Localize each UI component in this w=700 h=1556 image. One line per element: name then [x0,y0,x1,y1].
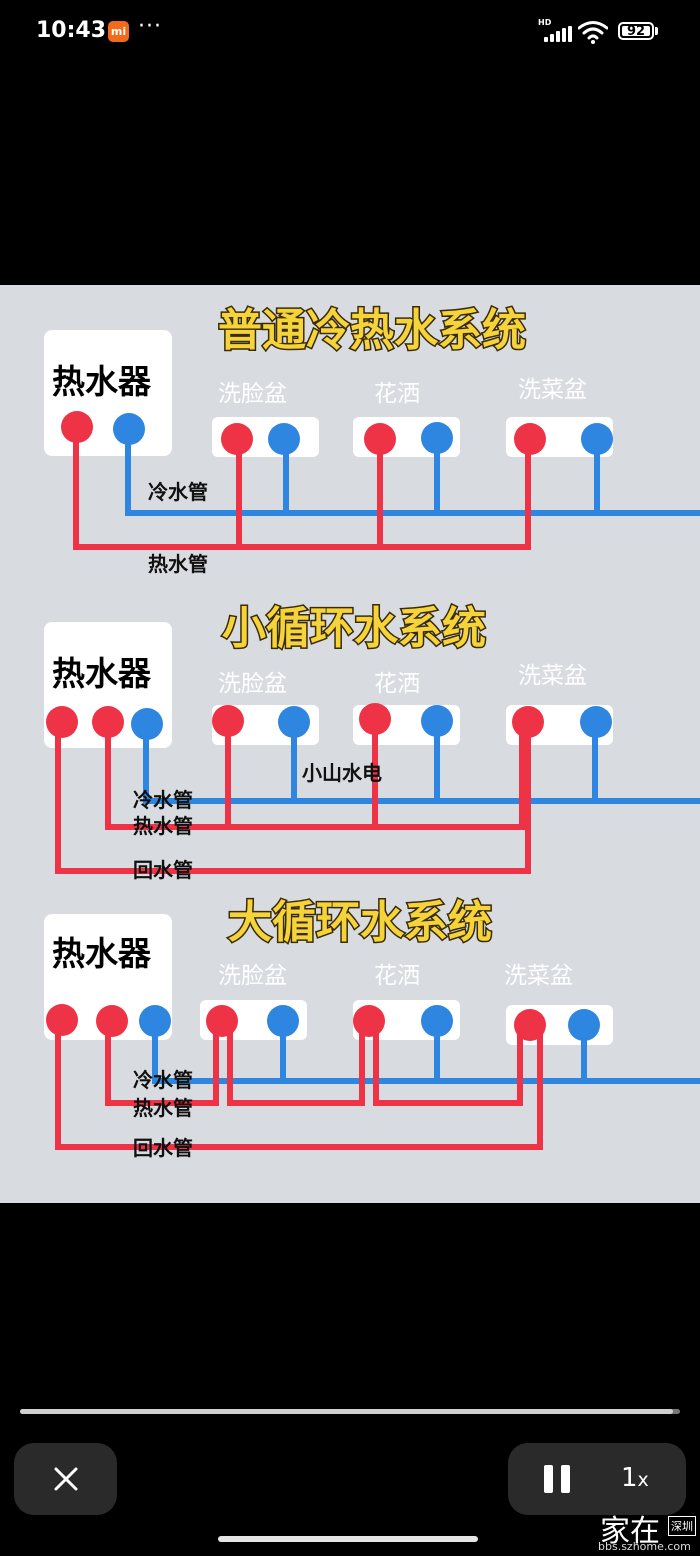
section-1-title: 普通冷热水系统 [218,305,526,356]
section-3-fixture-sink: 洗菜盆 [504,963,573,989]
section-1-heater-label: 热水器 [52,362,152,401]
playback-speed-button[interactable]: 1x [621,1463,649,1493]
playback-speed-value: 1 [621,1463,638,1493]
section-1-hot-branches [236,440,383,547]
section-2-return-pipe [55,725,531,874]
section-3-shower-cold [421,1005,453,1037]
section-2-heater-label: 热水器 [52,654,152,693]
battery-level: 92 [626,24,646,39]
section-1-fixture-washbasin: 洗脸盆 [218,381,287,407]
section-3-fixture-shower: 花洒 [374,963,420,989]
more-notifications-icon: ··· [138,14,162,39]
status-bar: 10:43 mi ··· HD 92 [0,0,700,62]
section-1-washbasin-hot [221,423,253,455]
section-1-sink-cold [581,423,613,455]
section-2-cold-pipe [143,725,700,804]
section-1-sink-hot [514,423,546,455]
section-1-cold-pipe [125,435,700,516]
video-progress-bar[interactable] [20,1409,680,1414]
wifi-icon [578,21,608,44]
section-2-washbasin-hot [212,705,244,737]
section-3-washbasin-cold [267,1005,299,1037]
section-2-fixture-sink: 洗菜盆 [518,663,587,689]
section-3-return-pipe [55,1023,543,1150]
section-3-washbasin-hot [206,1005,238,1037]
section-3-heater-label: 热水器 [52,934,152,973]
home-indicator[interactable] [218,1536,478,1542]
section-2-title: 小循环水系统 [222,603,486,654]
section-1-hot-pipe [73,430,531,550]
video-progress-fill [20,1409,674,1414]
section-1-cold-pipe-label: 冷水管 [148,480,208,504]
section-1-heater-hot-outlet [61,411,93,443]
section-3-sink-hot [514,1009,546,1041]
section-2-hot-branches [225,727,378,827]
section-3-title: 大循环水系统 [228,897,492,948]
notification-app-icon: mi [108,21,129,42]
section-2-cold-branches [291,727,598,801]
section-1-fixture-sink: 洗菜盆 [518,377,587,403]
hd-network-label: HD [538,18,552,27]
section-2-heater-cold-inlet [131,708,163,740]
section-2-return-pipe-label: 回水管 [133,858,193,882]
close-button[interactable] [14,1443,117,1515]
water-system-diagram: 普通冷热水系统 热水器 洗脸盆 花洒 洗菜盆 冷水管 热水管 小循环水系统 热水… [44,304,700,1160]
section-1-washbasin-cold [268,423,300,455]
section-3-heater-box [44,914,172,1040]
section-2-heater-return [46,706,78,738]
battery-icon: 92 [618,22,654,40]
section-1-shower-hot [364,423,396,455]
pause-icon[interactable] [544,1465,572,1493]
section-3-hot-pipe-segment-1 [105,1023,219,1106]
cell-signal-icon [544,26,572,42]
section-3-hot-pipe-segment-3 [373,1025,523,1106]
section-2-sink-cold [580,706,612,738]
close-icon [54,1467,77,1491]
section-2-shower-cold [421,705,453,737]
section-3-hot-pipe-label: 热水管 [133,1096,193,1120]
section-3-sink-cold [568,1009,600,1041]
status-time: 10:43 [36,18,107,43]
section-3-heater-return [46,1004,78,1036]
section-3-cold-pipe-label: 冷水管 [133,1068,193,1092]
section-2-cold-pipe-label: 冷水管 [133,788,193,812]
site-watermark: 家在 深圳 bbs.szhome.com [598,1506,698,1556]
section-3-return-pipe-label: 回水管 [133,1136,193,1160]
watermark-main-text: 家在 [600,1514,660,1549]
playback-speed-unit: x [637,1469,649,1491]
section-2-sink-hot [512,706,544,738]
section-3-fixture-washbasin: 洗脸盆 [218,963,287,989]
section-1-fixture-shower: 花洒 [374,381,420,407]
water-system-diagram-image: 普通冷热水系统 热水器 洗脸盆 花洒 洗菜盆 冷水管 热水管 小循环水系统 热水… [0,285,700,1203]
section-2-watermark-text: 小山水电 [302,761,382,785]
section-2-hot-pipe [105,725,525,830]
section-1-heater-cold-inlet [113,413,145,445]
section-3-heater-cold-inlet [139,1005,171,1037]
section-1-hot-pipe-label: 热水管 [148,552,208,576]
section-3-hot-pipe-segment-2 [227,1023,365,1106]
section-2-washbasin-cold [278,706,310,738]
section-2-hot-pipe-label: 热水管 [133,814,193,838]
section-3-heater-hot-outlet [96,1005,128,1037]
section-2-shower-hot [359,703,391,735]
playback-controls: 1x [508,1443,686,1515]
section-2-heater-hot-outlet [92,706,124,738]
battery-tip [655,27,658,35]
section-2-fixture-washbasin: 洗脸盆 [218,671,287,697]
watermark-url: bbs.szhome.com [598,1540,691,1553]
section-3-shower-hot [353,1005,385,1037]
watermark-badge: 深圳 [668,1516,696,1536]
section-2-fixture-shower: 花洒 [374,671,420,697]
section-1-shower-cold [421,422,453,454]
